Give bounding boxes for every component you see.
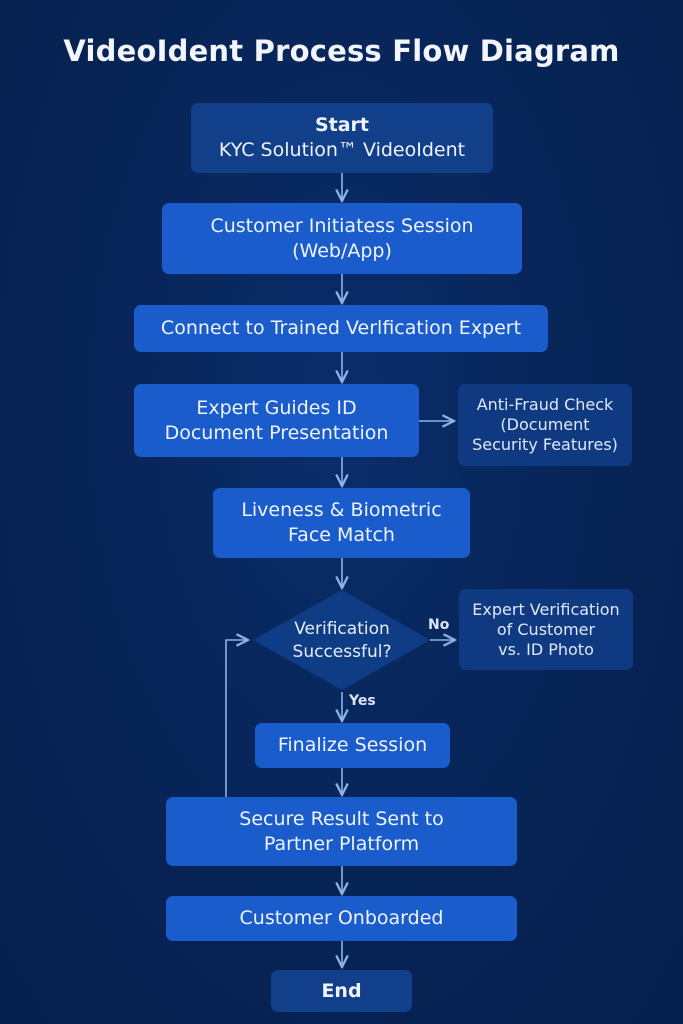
antifraud-line3: Security Features): [472, 435, 618, 454]
finalize-session-node: Finalize Session: [255, 723, 450, 768]
expert-verification-line1: Expert Verification: [472, 599, 620, 619]
decision-diamond: [253, 590, 430, 690]
decision-label: Verification Successful?: [262, 618, 422, 664]
initiate-line2: (Web/App): [292, 239, 392, 262]
secure-result-line1: Secure Result Sent to: [239, 807, 444, 830]
liveness-line2: Face Match: [288, 524, 395, 546]
secure-result-line2: Partner Platform: [263, 832, 420, 855]
expert-verification-node: Expert Verification of Customer vs. ID P…: [459, 589, 633, 670]
connect-expert-node: Connect to Trained Verlfication Expert: [134, 305, 548, 352]
guides-line1: Expert Guides ID: [196, 396, 357, 419]
finalize-line1: Finalize Session: [277, 734, 428, 756]
start-node-title: Start: [314, 114, 370, 136]
initiate-line1: Customer Initiatess Session: [210, 214, 474, 237]
expert-verification-line2: of Customer: [496, 619, 596, 639]
decision-line1: Verification: [294, 619, 390, 639]
end-label: End: [321, 979, 362, 1002]
initiate-session-node: Customer Initiatess Session (Web/App): [162, 203, 522, 274]
loop-back-arrow: [225, 640, 248, 797]
antifraud-line1: Anti-Fraud Check: [476, 395, 614, 414]
connect-line1: Connect to Trained Verlfication Expert: [160, 317, 522, 339]
expert-guides-node: Expert Guides ID Document Presentation: [134, 384, 419, 457]
expert-verification-line3: vs. ID Photo: [498, 639, 594, 659]
antifraud-line2: (Document: [500, 415, 590, 434]
onboarded-line1: Customer Onboarded: [239, 907, 444, 929]
yes-label: Yes: [349, 693, 376, 709]
diagram-title: VideoIdent Process Flow Diagram: [63, 34, 620, 68]
start-node-subtitle: KYC Solution™ VideoIdent: [218, 139, 466, 161]
liveness-node: Liveness & Biometric Face Match: [213, 488, 470, 558]
guides-line2: Document Presentation: [164, 421, 389, 444]
liveness-line1: Liveness & Biometric: [241, 499, 442, 521]
customer-onboarded-node: Customer Onboarded: [166, 896, 517, 941]
decision-line2: Successful?: [292, 642, 392, 662]
anti-fraud-node: Anti-Fraud Check (Document Security Feat…: [458, 384, 632, 466]
secure-result-node: Secure Result Sent to Partner Platform: [166, 797, 517, 866]
no-label: No: [428, 617, 450, 633]
start-node: Start KYC Solution™ VideoIdent: [191, 103, 493, 173]
end-node: End: [271, 970, 412, 1012]
